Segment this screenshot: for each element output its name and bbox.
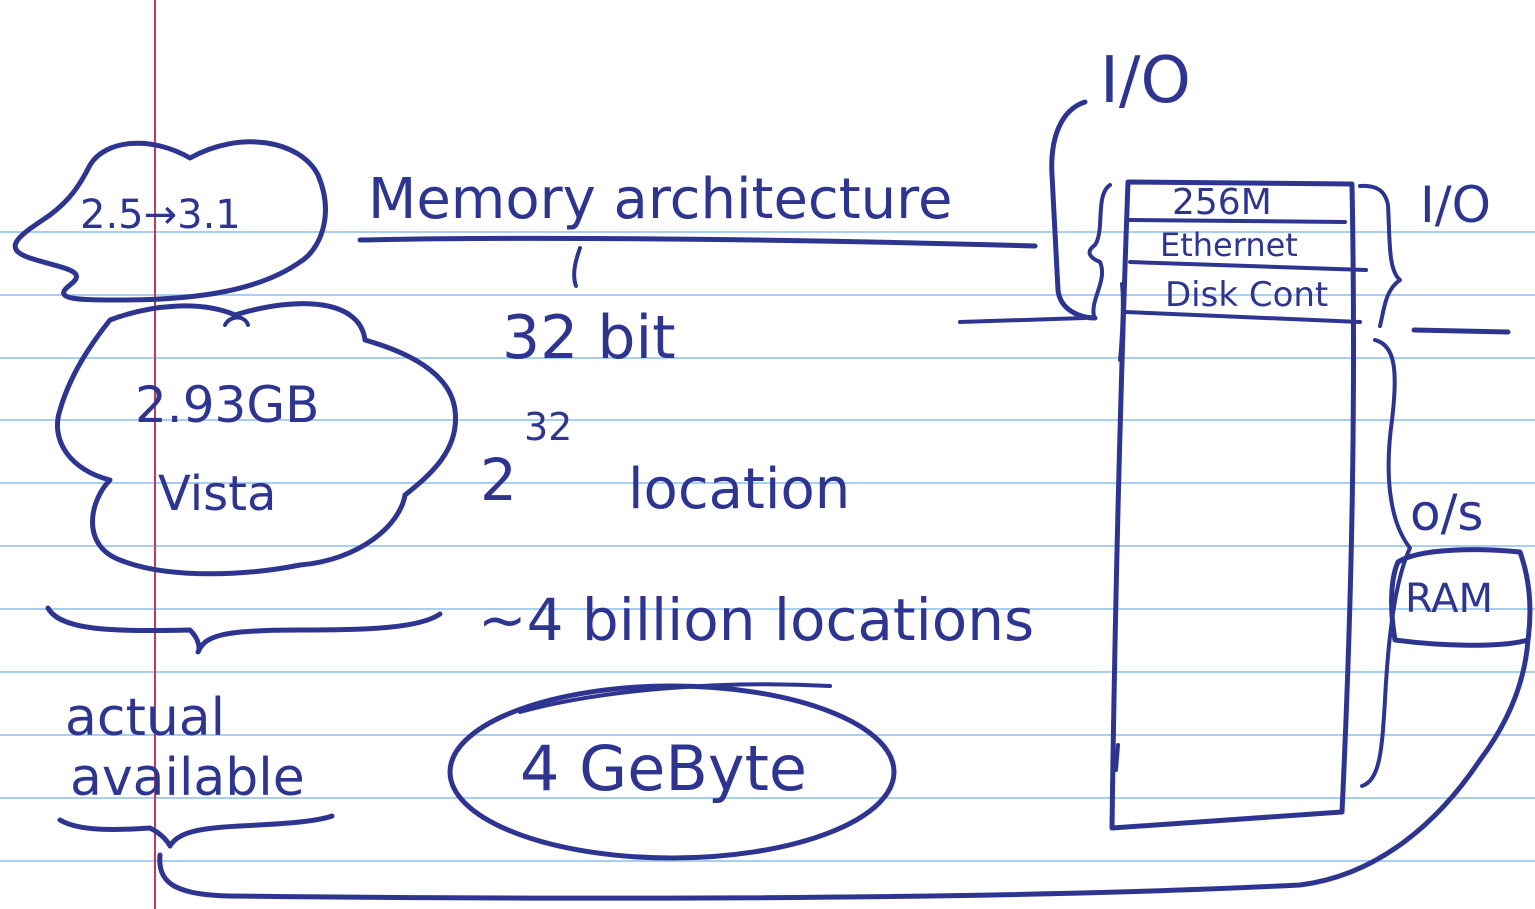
memory-block-ethernet: Ethernet — [1160, 226, 1298, 264]
memory-map-divider-1 — [1128, 218, 1347, 224]
io-top-bracket — [1049, 99, 1098, 321]
vista-cloud-tail — [223, 315, 250, 327]
gigabyte-top-stroke — [518, 682, 832, 714]
os-label: o/s — [1410, 484, 1484, 542]
memory-block-256m: 256M — [1172, 182, 1272, 223]
io-right-line — [1411, 327, 1511, 335]
locations-label: location — [628, 457, 850, 522]
memory-block-disk: Disk Cont — [1165, 275, 1328, 315]
range-label: 2.5→3.1 — [80, 192, 241, 238]
range-cloud-outline — [12, 139, 328, 303]
memory-inner-brace — [1087, 183, 1112, 318]
approx-locations: ~4 billion locations — [478, 586, 1034, 654]
io-top-label: I/O — [1100, 44, 1191, 118]
io-right-brace — [1358, 183, 1402, 328]
os-brace — [1360, 338, 1412, 788]
ram-label: RAM — [1405, 576, 1493, 622]
memory-left-tick-bottom — [1114, 743, 1120, 772]
actual-label-line1: actual — [65, 688, 225, 748]
vista-size: 2.93GB — [135, 376, 319, 434]
vista-cloud-outline — [54, 301, 459, 577]
vista-brace — [45, 605, 443, 655]
gigabyte-label: 4 GeByte — [520, 732, 807, 805]
page-title: Memory architecture — [368, 167, 952, 232]
power-base: 2 — [480, 446, 517, 514]
vista-label: Vista — [158, 466, 276, 522]
io-right-label: I/O — [1420, 176, 1491, 234]
memory-map-divider-2 — [1128, 260, 1368, 272]
title-connector — [572, 246, 582, 288]
memory-map-outline — [1109, 179, 1357, 831]
bits-label: 32 bit — [502, 303, 676, 373]
actual-label-line2: available — [70, 748, 305, 808]
bottom-connector — [157, 637, 1531, 901]
ram-box-outline — [1389, 547, 1533, 648]
memory-map-divider-3 — [1123, 310, 1362, 324]
title-underline — [357, 235, 1038, 249]
ruled-lines — [0, 231, 1535, 862]
memory-left-tick-top — [1118, 282, 1125, 362]
actual-brace — [57, 813, 335, 849]
power-exponent: 32 — [524, 405, 572, 449]
memory-left-line — [958, 316, 1087, 324]
